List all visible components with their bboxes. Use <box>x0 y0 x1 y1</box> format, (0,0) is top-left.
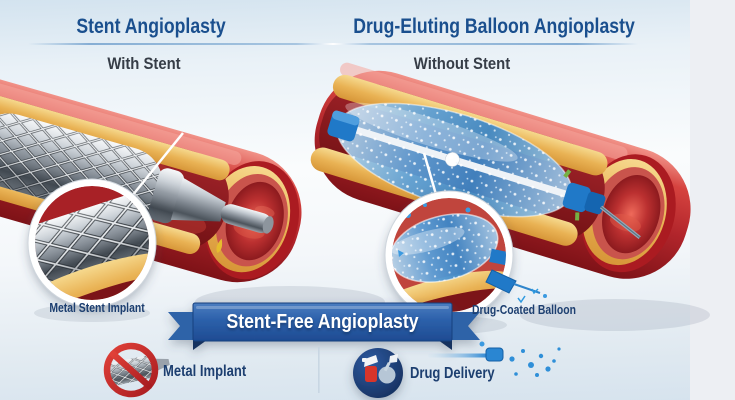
drug-eluting-balloon <box>327 102 641 239</box>
magnifier-inset-stent <box>27 132 184 308</box>
drug-coated-balloon-label: Drug-Coated Balloon <box>472 302 576 317</box>
left-panel-subtitle: With Stent <box>107 55 181 73</box>
right-margin-strip <box>690 0 735 400</box>
right-panel-title: Drug-Eluting Balloon Angioplasty <box>353 15 635 38</box>
metal-implant-label: Metal Implant <box>163 363 247 380</box>
ribbon-banner <box>168 302 480 350</box>
metal-stent-implant-label: Metal Stent Implant <box>49 300 145 315</box>
banner-label: Stent-Free Angioplasty <box>226 311 419 333</box>
footer-divider <box>318 347 320 393</box>
inset-catheter-tip <box>485 269 547 304</box>
left-panel-title: Stent Angioplasty <box>76 15 226 38</box>
spray-catheter-icon <box>428 341 561 377</box>
title-underline <box>28 43 638 45</box>
right-panel-subtitle: Without Stent <box>413 55 511 73</box>
left-artery-stent-illustration <box>0 63 302 283</box>
drug-bottles-icon <box>353 348 403 398</box>
plaque-drip <box>216 238 223 254</box>
drug-delivery-label: Drug Delivery <box>410 365 495 382</box>
right-artery-balloon-illustration <box>310 62 691 279</box>
no-metal-implant-icon <box>103 342 170 398</box>
